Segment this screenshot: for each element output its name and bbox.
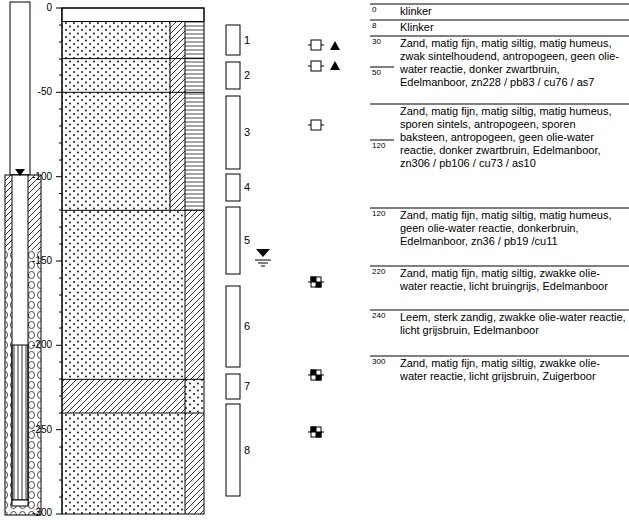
- sample-number: 1: [244, 35, 250, 46]
- leader-line: [370, 20, 629, 21]
- description-leaders: [370, 4, 629, 356]
- depth-label: 240: [372, 312, 385, 320]
- layer-description: Zand, matig fijn, matig siltig, zwakke o…: [400, 267, 626, 293]
- depth-label: 30: [372, 38, 381, 46]
- depth-axis-label: -100: [32, 172, 52, 182]
- depth-label: 50: [372, 69, 381, 77]
- layer-description: Zand, matig fijn, matig siltig, matig hu…: [400, 105, 626, 170]
- depth-label: 300: [372, 358, 385, 366]
- leader-line: [370, 140, 394, 141]
- layer-description: Klinker: [400, 21, 626, 34]
- layer-description: Zand, matig fijn, matig siltig, matig hu…: [400, 209, 626, 248]
- soil-column: [62, 8, 204, 514]
- depth-axis-label: -150: [32, 256, 52, 266]
- layer-description: Zand, matig fijn, matig siltig, zwakke o…: [400, 357, 626, 383]
- sample-number: 7: [244, 381, 250, 392]
- depth-axis-label: -250: [32, 425, 52, 435]
- groundwater-symbol: [255, 249, 271, 266]
- sample-number: 5: [244, 235, 250, 246]
- leader-line: [370, 4, 629, 5]
- depth-axis-label: -50: [38, 87, 52, 97]
- sample-number: 6: [244, 321, 250, 332]
- depth-label: 120: [372, 142, 385, 150]
- sample-number: 2: [244, 70, 250, 81]
- depth-axis-label: 0: [46, 3, 52, 13]
- sample-bars: [226, 25, 240, 496]
- depth-label: 120: [372, 210, 385, 218]
- depth-label: 8: [372, 22, 376, 30]
- depth-axis-label: -300: [32, 508, 52, 518]
- depth-label: 220: [372, 268, 385, 276]
- depth-axis-label: -200: [32, 340, 52, 350]
- sample-icons: [308, 40, 340, 437]
- sample-number: 8: [244, 445, 250, 456]
- leader-line: [370, 104, 629, 105]
- leader-line: [370, 67, 394, 68]
- layer-description: Zand, matig fijn, matig siltig, matig hu…: [400, 37, 626, 89]
- layer-description: Leem, sterk zandig, zwakke olie-water re…: [400, 311, 626, 337]
- leader-line: [370, 266, 629, 267]
- sample-number: 4: [244, 182, 250, 193]
- depth-label: 0: [372, 6, 376, 14]
- leader-line: [370, 310, 629, 311]
- depth-axis: [56, 8, 62, 514]
- sample-number: 3: [244, 127, 250, 138]
- layer-description: klinker: [400, 5, 626, 18]
- leader-line: [370, 356, 629, 357]
- leader-line: [370, 36, 629, 37]
- leader-line: [370, 208, 629, 209]
